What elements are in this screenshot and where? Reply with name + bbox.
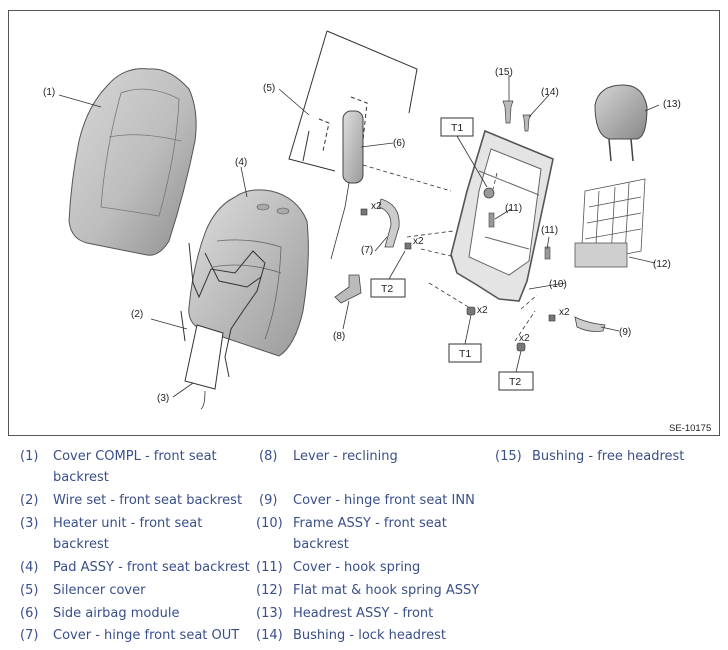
legend-number: (3) bbox=[20, 516, 39, 531]
side-airbag-part bbox=[330, 110, 364, 260]
headrest-part bbox=[594, 84, 648, 162]
wire-set-part bbox=[180, 242, 266, 378]
hinge-cover-inn-part bbox=[574, 316, 606, 332]
flat-mat-part bbox=[574, 178, 646, 268]
torque-tag-t2-left: T2 bbox=[370, 250, 406, 298]
headrest-bushings bbox=[502, 100, 532, 132]
hinge-cover-out-part bbox=[378, 198, 400, 248]
legend-text: Headrest ASSY - front bbox=[293, 606, 434, 621]
torque-tag-t1-upper: T1 bbox=[440, 117, 488, 188]
legend-text: Cover COMPL - front seat backrest bbox=[53, 449, 217, 485]
callout-1: (1) bbox=[43, 87, 55, 98]
torque-tag-t1-lower: T1 bbox=[448, 314, 482, 363]
legend-number: (1) bbox=[20, 449, 39, 464]
legend-number: (6) bbox=[20, 606, 39, 621]
callout-14: (14) bbox=[541, 87, 559, 98]
legend-number: (13) bbox=[256, 606, 283, 621]
torque-tag-label: T1 bbox=[459, 348, 471, 360]
exploded-parts-diagram: (1) (2) (3) (4) (5) (6) (7) (8) (9) (10)… bbox=[8, 10, 720, 436]
legend-text: Cover - hinge front seat OUT bbox=[53, 628, 240, 643]
reclining-lever-part bbox=[334, 274, 362, 304]
callout-2: (2) bbox=[131, 309, 143, 320]
callout-5: (5) bbox=[263, 83, 275, 94]
legend-text: Side airbag module bbox=[53, 606, 180, 621]
legend-text: Lever - reclining bbox=[293, 449, 398, 464]
torque-tag-t2-right: T2 bbox=[498, 350, 534, 391]
legend-text: Silencer cover bbox=[53, 583, 146, 598]
legend-text: Frame ASSY - front seat backrest bbox=[293, 516, 447, 552]
quantity-mark: x2 bbox=[477, 305, 488, 316]
legend-number: (12) bbox=[256, 583, 283, 598]
legend-text: Heater unit - front seat backrest bbox=[53, 516, 203, 552]
legend-number: (11) bbox=[256, 560, 283, 575]
callout-10: (10) bbox=[549, 279, 567, 290]
callout-13: (13) bbox=[663, 99, 681, 110]
torque-tag-label: T2 bbox=[381, 283, 393, 295]
callout-11a: (11) bbox=[505, 203, 522, 214]
legend-number: (10) bbox=[256, 516, 283, 531]
silencer-cover-part bbox=[288, 30, 418, 172]
quantity-mark: x2 bbox=[519, 333, 530, 344]
legend-text: Cover - hook spring bbox=[293, 560, 421, 575]
bolts bbox=[360, 208, 556, 352]
legend-number: (9) bbox=[259, 493, 278, 508]
legend-text: Wire set - front seat backrest bbox=[53, 493, 243, 508]
backrest-cover-part bbox=[68, 68, 197, 256]
legend-number: (4) bbox=[20, 560, 39, 575]
legend-number: (14) bbox=[256, 628, 283, 643]
backrest-frame-part bbox=[450, 129, 554, 302]
backrest-pad-part bbox=[188, 189, 309, 357]
legend-text: Cover - hinge front seat INN bbox=[293, 493, 475, 508]
legend-text: Flat mat & hook spring ASSY bbox=[293, 583, 480, 598]
callout-3: (3) bbox=[157, 393, 169, 404]
callout-7: (7) bbox=[361, 245, 373, 256]
legend-number: (7) bbox=[20, 628, 39, 643]
diagram-code: SE-10175 bbox=[669, 423, 711, 434]
legend-number: (8) bbox=[259, 449, 278, 464]
callout-9: (9) bbox=[619, 327, 631, 338]
torque-tag-label: T2 bbox=[509, 376, 521, 388]
legend-number: (2) bbox=[20, 493, 39, 508]
quantity-mark: x2 bbox=[559, 307, 570, 318]
heater-unit-part bbox=[184, 324, 224, 410]
legend-text: Pad ASSY - front seat backrest bbox=[53, 560, 250, 575]
legend-number: (15) bbox=[495, 449, 522, 464]
callout-4: (4) bbox=[235, 157, 247, 168]
leader-lines bbox=[58, 75, 660, 398]
diagram-canvas: (1) (2) (3) (4) (5) (6) (7) (8) (9) (10)… bbox=[43, 30, 711, 434]
legend-number: (5) bbox=[20, 583, 39, 598]
callout-11b: (11) bbox=[541, 225, 558, 236]
torque-tag-label: T1 bbox=[451, 122, 463, 134]
legend-text: Bushing - lock headrest bbox=[293, 628, 446, 643]
callout-12: (12) bbox=[653, 259, 671, 270]
hook-spring-cover-parts bbox=[488, 212, 551, 260]
quantity-mark: x2 bbox=[413, 236, 424, 247]
legend-text: Bushing - free headrest bbox=[532, 449, 685, 464]
callout-15: (15) bbox=[495, 67, 513, 78]
assembly-lines bbox=[362, 164, 538, 342]
callout-8: (8) bbox=[333, 331, 345, 342]
callout-6: (6) bbox=[393, 138, 405, 149]
quantity-mark: x2 bbox=[371, 201, 382, 212]
